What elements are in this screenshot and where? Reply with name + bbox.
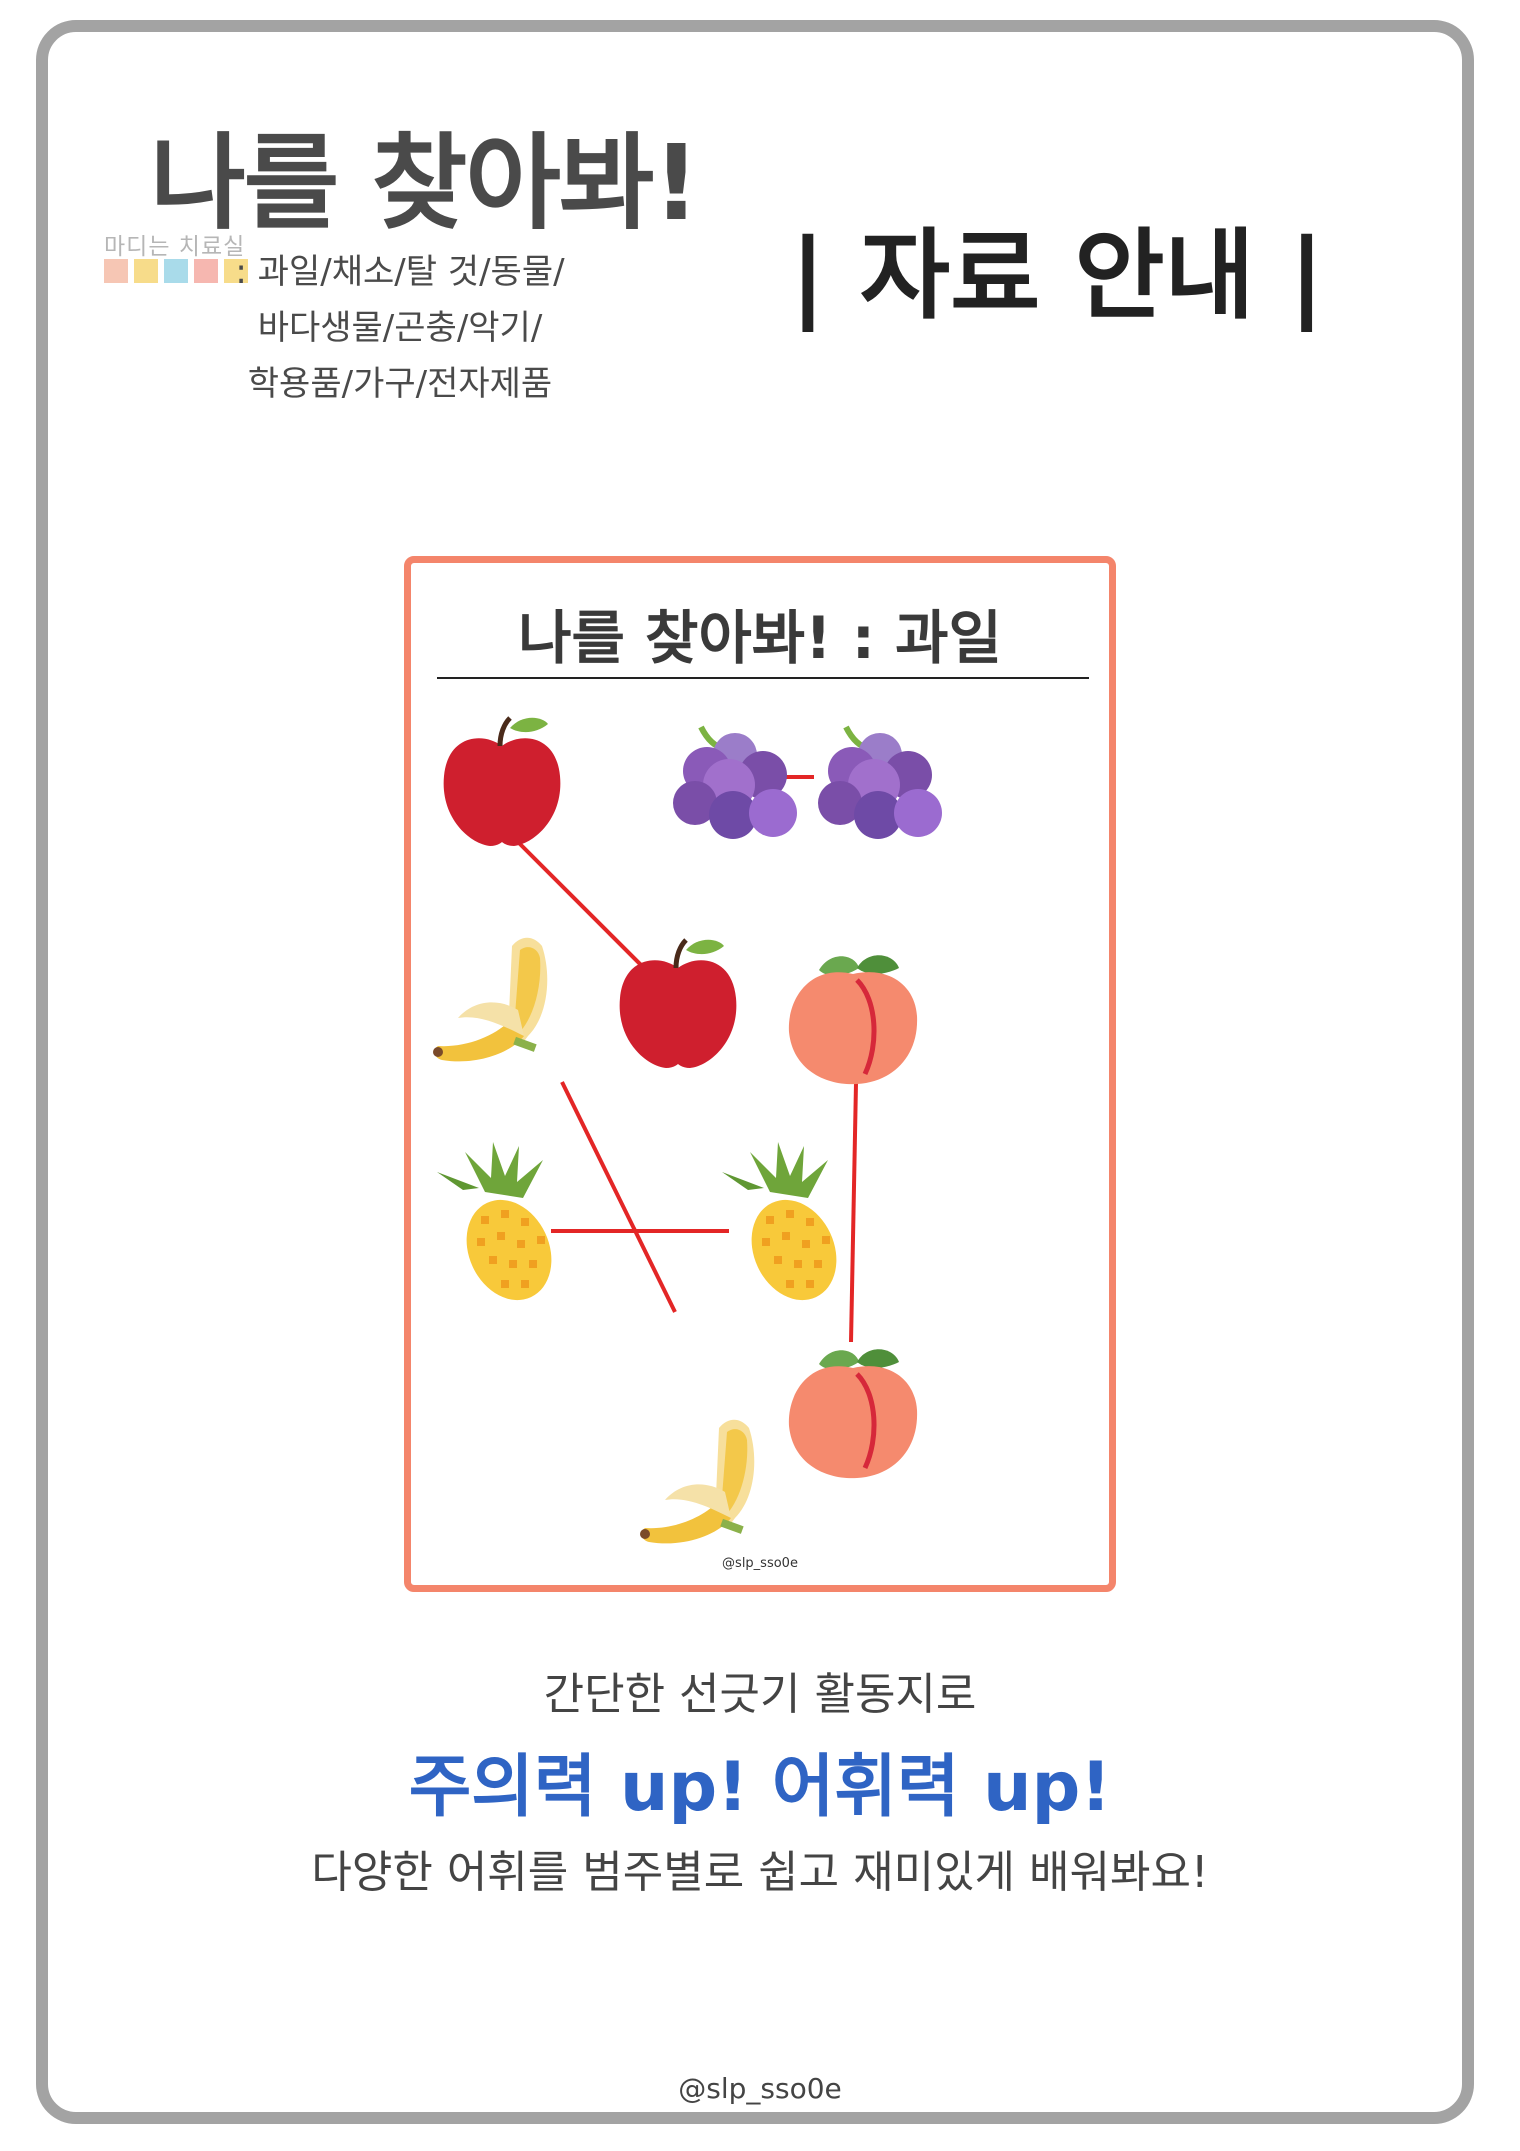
worksheet-title: 나를 찾아봐! : 과일 [518,604,1002,672]
worksheet-divider [437,677,1089,679]
guide-title: | 자료 안내 | [790,219,1325,333]
category-line: 학용품/가구/전자제품 [247,364,553,404]
slogan-text: 주의력 up! 어휘력 up! [408,1748,1112,1827]
logo-text: 마디는 치료실 [104,234,246,260]
worksheet-illustration [433,563,1109,1544]
logo-blocks-icon [104,259,248,283]
page-frame [36,20,1474,2124]
intro-text: 간단한 선긋기 활동지로 [543,1669,977,1720]
category-list: : 과일/채소/탈 것/동물/ 바다생물/곤충/악기/ 학용품/가구/전자제품 [200,244,600,412]
page-title: 나를 찾아봐! [150,122,700,244]
fruit-icons [433,718,942,1544]
worksheet-handle: @slp_sso0e [722,1556,798,1571]
description-text: 다양한 어휘를 범주별로 쉽고 재미있게 배워봐요! [311,1847,1209,1898]
footer-handle: @slp_sso0e [678,2072,842,2105]
category-line: : 과일/채소/탈 것/동물/ [235,252,565,292]
category-line: 바다생물/곤충/악기/ [257,308,543,348]
logo: 마디는 치료실 [104,227,262,289]
worksheet-preview: 나를 찾아봐! : 과일 [404,556,1116,1592]
